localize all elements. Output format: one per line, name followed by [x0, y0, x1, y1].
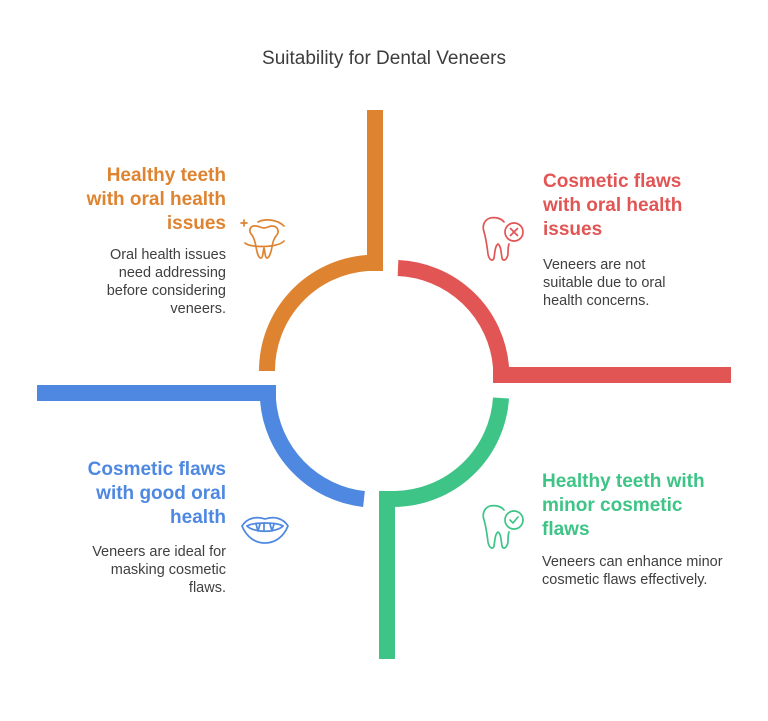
- top-left-heading: Healthy teeth with oral health issues: [86, 165, 226, 234]
- tooth-check-icon: [482, 504, 524, 549]
- diagram-title: Suitability for Dental Veneers: [262, 48, 506, 69]
- tooth-cross-icon: [482, 216, 524, 261]
- green-quadrant-arc: [379, 397, 509, 659]
- mouth-teeth-icon: [241, 516, 289, 544]
- blue-quadrant-arc: [37, 385, 366, 507]
- bottom-left-description: Veneers are ideal for masking cosmetic f…: [92, 544, 226, 596]
- bottom-right-heading: Healthy teeth with minor cosmetic flaws: [542, 471, 705, 540]
- red-quadrant-arc: [397, 260, 731, 383]
- top-left-description: Oral health issues need addressing befor…: [106, 247, 226, 317]
- bottom-right-description: Veneers can enhance minor cosmetic flaws…: [542, 554, 723, 588]
- top-right-heading: Cosmetic flaws with oral health issues: [543, 171, 683, 240]
- tooth-sparkle-icon: [240, 219, 285, 259]
- orange-quadrant-arc: [258, 110, 383, 372]
- top-right-description: Veneers are not suitable due to oral hea…: [543, 257, 666, 309]
- bottom-left-heading: Cosmetic flaws with good oral health: [87, 459, 226, 528]
